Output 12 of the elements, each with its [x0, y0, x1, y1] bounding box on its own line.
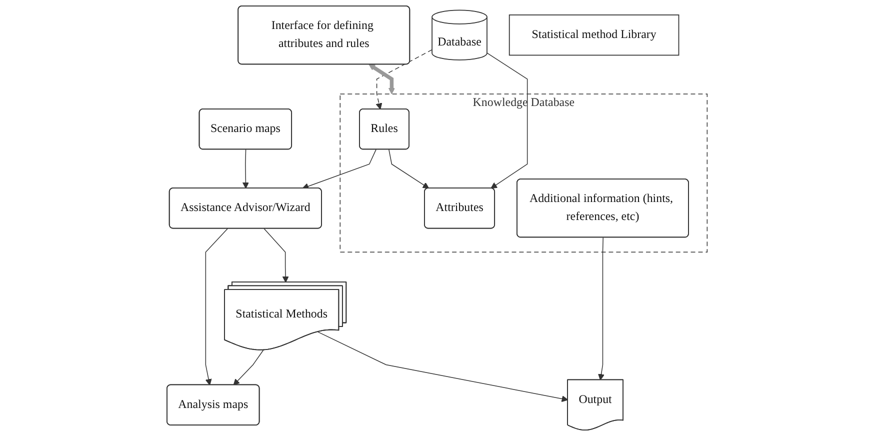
- arrow: [318, 332, 568, 402]
- arrow: [233, 350, 264, 386]
- arrow: [598, 237, 604, 380]
- arrow: [376, 49, 432, 110]
- arrow: [242, 149, 249, 189]
- arrow: [486, 52, 528, 189]
- arrow: [264, 228, 289, 283]
- arrow: [388, 149, 430, 189]
- arrow: [368, 64, 395, 94]
- arrow: [302, 149, 376, 190]
- arrow: [205, 228, 228, 386]
- node-box: Statistical method Library: [508, 14, 680, 56]
